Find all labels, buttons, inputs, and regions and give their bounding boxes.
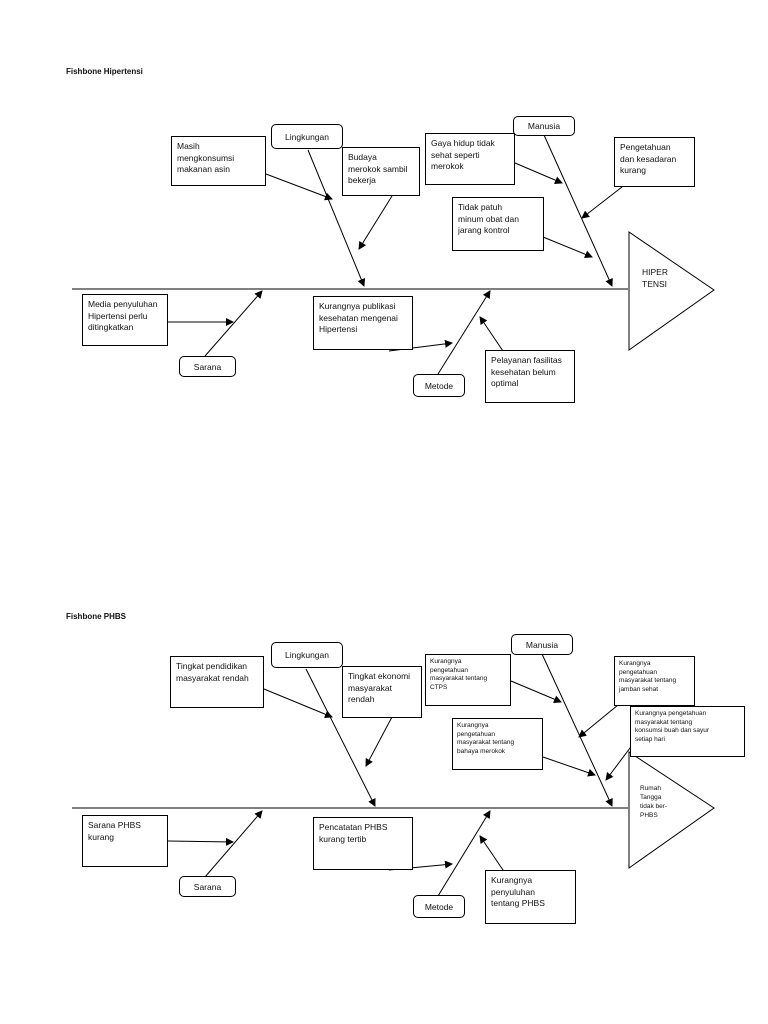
head-triangle-2	[628, 751, 715, 869]
arrow-ctps	[510, 680, 562, 703]
arrow-tidak-patuh	[542, 236, 593, 259]
category-lingkungan: Lingkungan	[271, 642, 343, 668]
cause-box: Kurangnya pengetahuan masyarakat tentang…	[425, 654, 511, 706]
category-sarana: Sarana	[179, 356, 236, 377]
cause-box: Kurangnya publikasi kesehatan mengenai H…	[313, 296, 413, 350]
category-metode: Metode	[413, 895, 465, 918]
arrow-sarana-phbs	[167, 837, 234, 846]
category-metode: Metode	[413, 374, 465, 397]
cause-box: Kurangnya pengetahuan masyarakat tentang…	[452, 718, 543, 770]
diagram-1-lines	[72, 134, 715, 375]
arrow-pengetahuan	[581, 186, 623, 219]
bone-manusia-2	[541, 653, 613, 807]
bone-metode-2	[437, 810, 491, 897]
cause-box: Kurangnya pengetahuan masyarakat tentang…	[614, 656, 695, 706]
cause-box: Pelayanan fasilitas kesehatan belum opti…	[485, 350, 575, 403]
category-manusia: Manusia	[513, 116, 575, 136]
cause-box: Media penyuluhan Hipertensi perlu diting…	[82, 294, 168, 346]
cause-box: Budaya merokok sambil bekerja	[342, 147, 420, 196]
arrow-jamban	[578, 704, 619, 738]
bone-sarana-1	[204, 290, 263, 357]
arrow-buah-sayur	[605, 743, 634, 781]
bone-lingkungan-1	[307, 149, 366, 287]
bone-lingkungan-2	[305, 668, 376, 807]
arrow-pelayanan	[479, 316, 506, 355]
cause-box: Sarana PHBS kurang	[82, 815, 168, 867]
arrow-merokok	[542, 756, 596, 777]
arrow-ekonomi	[365, 716, 393, 767]
cause-box: Tingkat ekonomi masyarakat rendah	[342, 666, 422, 718]
arrow-makanan-asin	[265, 173, 333, 201]
category-manusia: Manusia	[511, 634, 573, 655]
head-triangle-1	[628, 231, 715, 351]
cause-box: Pencatatan PHBS kurang tertib	[313, 817, 413, 870]
bone-sarana-2	[204, 810, 263, 878]
cause-box: Gaya hidup tidak sehat seperti merokok	[425, 133, 515, 185]
cause-box: Kurangnya pengetahuan masyarakat tentang…	[630, 706, 745, 757]
diagram-2-lines	[72, 653, 715, 897]
category-lingkungan: Lingkungan	[271, 124, 343, 149]
arrow-penyuluhan	[479, 835, 506, 874]
arrow-budaya-merokok	[358, 195, 393, 250]
arrow-gaya-hidup	[514, 162, 563, 184]
diagram-title: Fishbone PHBS	[66, 612, 127, 621]
effect-label: HIPER TENSI	[642, 267, 668, 289]
cause-box: Masih mengkonsumsi makanan asin	[171, 136, 266, 186]
cause-box: Pengetahuan dan kesadaran kurang	[614, 137, 695, 187]
bone-metode-1	[437, 290, 491, 375]
cause-box: Tidak patuh minum obat dan jarang kontro…	[452, 197, 544, 251]
arrow-pendidikan	[263, 688, 333, 719]
bone-manusia-1	[543, 134, 613, 287]
diagram-title: Fishbone Hipertensi	[66, 67, 143, 76]
cause-box: Tingkat pendidikan masyarakat rendah	[170, 656, 264, 708]
category-sarana: Sarana	[179, 876, 236, 897]
effect-label: Rumah Tangga tidak ber- PHBS	[640, 785, 668, 819]
cause-box: Kurangnya penyuluhan tentang PHBS	[485, 870, 576, 924]
